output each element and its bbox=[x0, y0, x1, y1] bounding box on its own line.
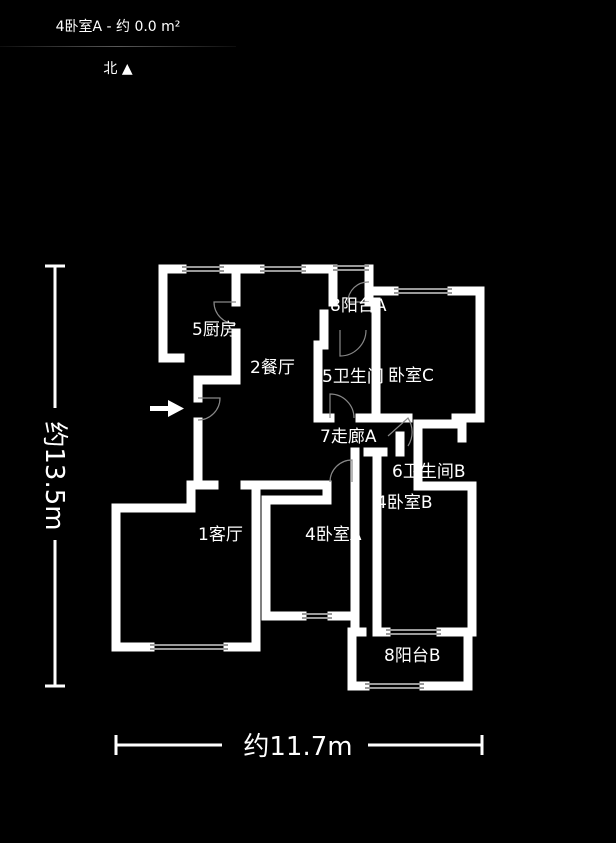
height-dimension-label: 约13.5m bbox=[39, 421, 69, 530]
width-dimension-label: 约11.7m bbox=[243, 732, 352, 762]
windows bbox=[150, 265, 452, 689]
window-icon bbox=[260, 266, 306, 272]
room-label-bath-a: 5卫生间 bbox=[322, 367, 384, 387]
room-label-bedroom-c: 卧室C bbox=[388, 366, 434, 386]
header-divider bbox=[0, 46, 236, 47]
window-icon bbox=[302, 613, 332, 619]
width-dimension bbox=[114, 735, 484, 755]
window-icon bbox=[182, 266, 224, 272]
room-label-bedroom-b: 4卧室B bbox=[376, 493, 432, 513]
room-label-living: 1客厅 bbox=[198, 525, 243, 545]
window-icon bbox=[333, 265, 369, 271]
window-icon bbox=[365, 683, 424, 689]
room-label-balcony-b: 8阳台B bbox=[384, 646, 440, 666]
walls bbox=[111, 264, 485, 691]
room-label-balcony-a: 8阳台A bbox=[330, 296, 387, 316]
door-swing-icon bbox=[329, 459, 353, 483]
window-icon bbox=[150, 644, 228, 650]
doors bbox=[197, 281, 413, 483]
window-icon bbox=[394, 288, 452, 294]
room-label-corridor-a: 7走廊A bbox=[320, 427, 377, 447]
plan-title: 4卧室A - 约 0.0 m² bbox=[55, 19, 181, 35]
door-swing-icon bbox=[387, 417, 413, 447]
door-swing-icon bbox=[329, 393, 355, 419]
door-swing-icon bbox=[339, 329, 367, 357]
room-label-kitchen: 5厨房 bbox=[192, 320, 237, 340]
height-dimension bbox=[45, 264, 65, 688]
door-swing-icon bbox=[197, 397, 221, 421]
room-label-dining: 2餐厅 bbox=[250, 358, 295, 378]
room-label-bath-b: 6卫生间B bbox=[392, 462, 465, 482]
door-swing-icon bbox=[347, 281, 370, 303]
entrance-arrow-icon bbox=[150, 400, 184, 417]
door-swing-icon bbox=[213, 301, 237, 325]
window-icon bbox=[386, 629, 441, 635]
north-indicator: 北 ▲ bbox=[103, 61, 133, 77]
room-label-bedroom-a: 4卧室A bbox=[305, 525, 362, 545]
